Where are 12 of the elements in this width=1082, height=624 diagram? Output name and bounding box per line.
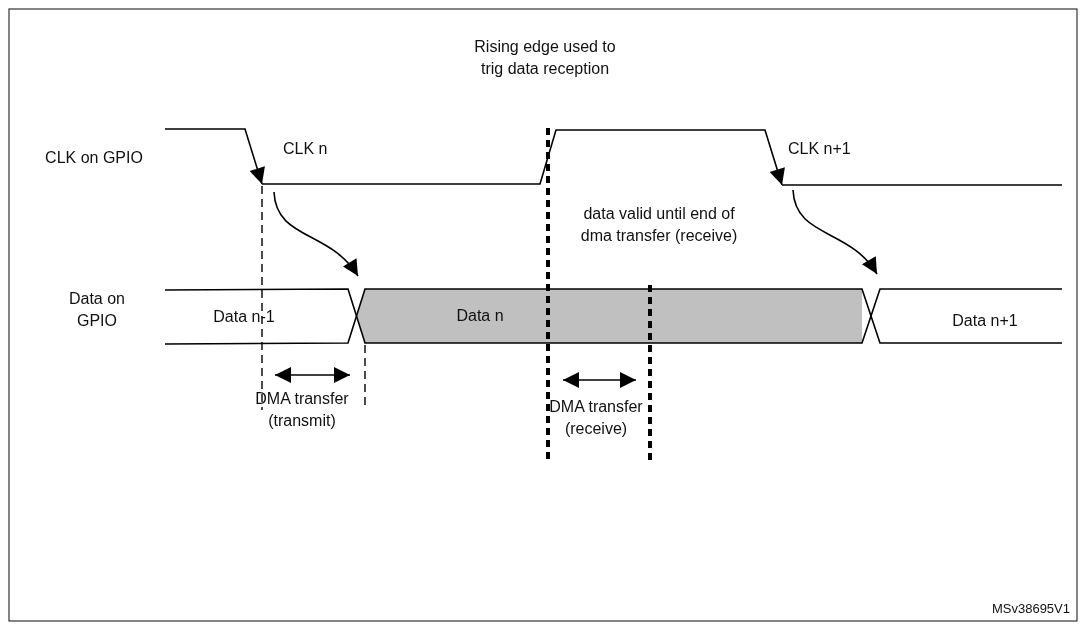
data-label: Data n+1 (951, 311, 1019, 331)
signal-name: Data on GPIO (67, 289, 126, 331)
clock-label: CLK n+1 (788, 139, 851, 159)
data-label: Data n-1 (212, 307, 276, 327)
annotation: DMA transfer (receive) (548, 397, 644, 439)
figure-id: MSv38695V1 (990, 600, 1070, 618)
annotation: data valid until end of dma transfer (receive) (579, 204, 739, 246)
data-label: Data n (455, 306, 505, 326)
annotation: Rising edge used to trig data reception (473, 37, 617, 79)
annotation: DMA transfer (transmit) (254, 389, 350, 431)
signal-name: CLK on GPIO (44, 148, 144, 168)
clock-label: CLK n (283, 139, 328, 159)
